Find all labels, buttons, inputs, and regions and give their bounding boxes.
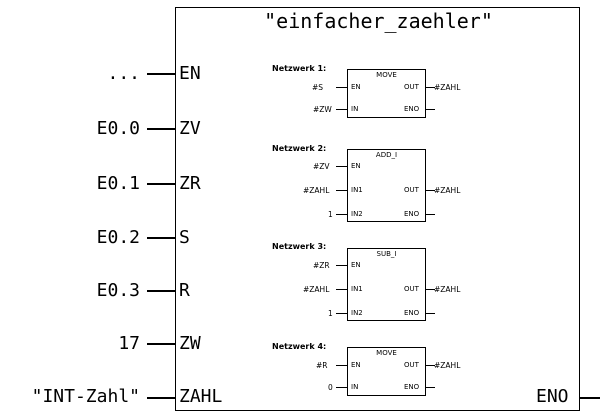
param-value: ... [107, 63, 140, 84]
input-value: #R [316, 361, 328, 370]
param-wire [147, 73, 175, 75]
output-wire [426, 365, 435, 366]
param-wire [147, 128, 175, 130]
input-wire [336, 87, 347, 88]
output-value: #ZAHL [434, 285, 461, 294]
eno-wire [426, 387, 435, 388]
pin-in1: IN1 [351, 186, 363, 194]
param-value: E0.3 [96, 280, 140, 301]
pin-out: OUT [404, 186, 419, 194]
pin-en: EN [351, 83, 361, 91]
pin-out: OUT [404, 83, 419, 91]
pin-in1: IN1 [351, 285, 363, 293]
pin-en: EN [351, 261, 361, 269]
pin-out: OUT [404, 285, 419, 293]
eno-wire [580, 397, 600, 399]
output-wire [426, 87, 435, 88]
add-block: ADD_I [347, 149, 426, 222]
input-value: #ZAHL [303, 186, 330, 195]
block-title: "einfacher_zaehler" [264, 9, 493, 33]
param-wire [147, 237, 175, 239]
move-block: MOVE [347, 69, 426, 118]
param-wire [147, 183, 175, 185]
eno-label: ENO [536, 386, 569, 407]
param-wire [147, 397, 175, 399]
move-block: MOVE [347, 347, 426, 396]
pin-in2: IN2 [351, 210, 363, 218]
pin-out: OUT [404, 361, 419, 369]
output-value: #ZAHL [434, 186, 461, 195]
output-value: #ZAHL [434, 361, 461, 370]
input-value: 1 [328, 309, 333, 318]
network-label: Netzwerk 4: [272, 342, 327, 351]
function-block-frame [175, 7, 580, 411]
param-label: ZW [179, 333, 201, 354]
block-op: MOVE [376, 349, 397, 357]
param-wire [147, 290, 175, 292]
param-value: E0.0 [96, 118, 140, 139]
param-label: ZAHL [179, 386, 223, 407]
output-wire [426, 190, 435, 191]
param-label: ZV [179, 118, 201, 139]
pin-in2: IN2 [351, 309, 363, 317]
input-wire [336, 109, 347, 110]
input-value: #S [312, 83, 324, 92]
param-wire [147, 343, 175, 345]
pin-eno: ENO [404, 383, 420, 391]
block-op: SUB_I [376, 250, 397, 258]
pin-en: EN [351, 361, 361, 369]
param-value: 17 [118, 333, 140, 354]
input-wire [336, 365, 347, 366]
input-value: 0 [328, 383, 333, 392]
param-label: ZR [179, 173, 201, 194]
input-wire [336, 214, 347, 215]
pin-in: IN [351, 105, 359, 113]
input-wire [336, 265, 347, 266]
param-value: E0.1 [96, 173, 140, 194]
eno-wire [426, 109, 435, 110]
output-wire [426, 289, 435, 290]
input-wire [336, 313, 347, 314]
param-value: "INT-Zahl" [31, 386, 140, 407]
param-label: EN [179, 63, 201, 84]
input-value: #ZR [313, 261, 330, 270]
pin-eno: ENO [404, 105, 420, 113]
network-label: Netzwerk 3: [272, 242, 327, 251]
pin-in: IN [351, 383, 359, 391]
eno-wire [426, 313, 435, 314]
input-value: #ZV [313, 162, 330, 171]
network-label: Netzwerk 2: [272, 144, 327, 153]
input-value: #ZAHL [303, 285, 330, 294]
param-value: E0.2 [96, 227, 140, 248]
pin-en: EN [351, 162, 361, 170]
pin-eno: ENO [404, 309, 420, 317]
input-wire [336, 289, 347, 290]
sub-block: SUB_I [347, 248, 426, 321]
input-wire [336, 190, 347, 191]
param-label: S [179, 227, 190, 248]
input-value: #ZW [313, 105, 332, 114]
network-label: Netzwerk 1: [272, 64, 327, 73]
input-wire [336, 166, 347, 167]
pin-eno: ENO [404, 210, 420, 218]
block-op: ADD_I [375, 151, 398, 159]
eno-wire [426, 214, 435, 215]
input-wire [336, 387, 347, 388]
block-op: MOVE [376, 71, 397, 79]
input-value: 1 [328, 210, 333, 219]
output-value: #ZAHL [434, 83, 461, 92]
param-label: R [179, 280, 190, 301]
